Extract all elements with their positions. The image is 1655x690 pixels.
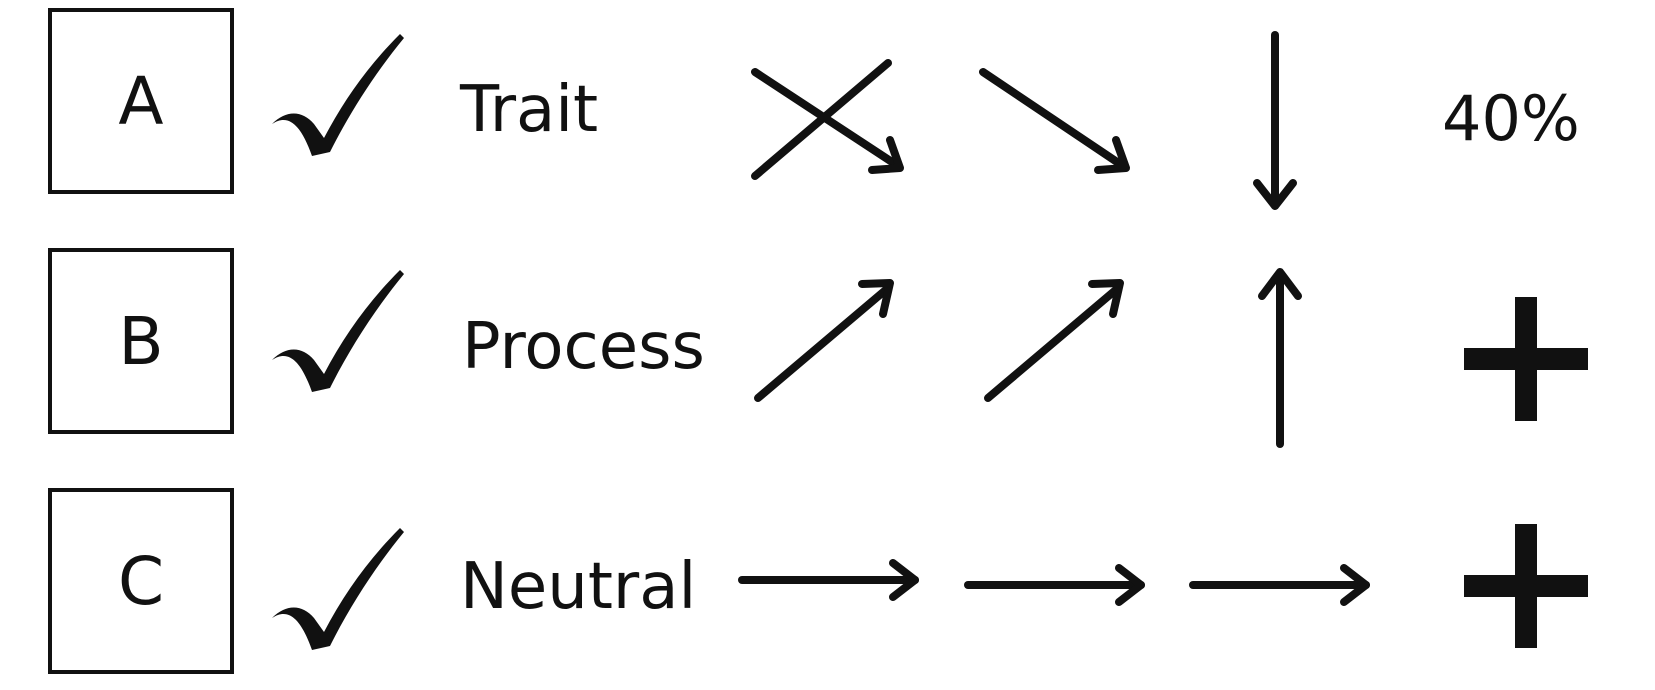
box-letter: A [118,62,164,140]
arrow-down-icon [1253,31,1297,210]
plus-icon [1464,524,1588,648]
arrow-up-icon [1258,268,1302,448]
check-icon [272,270,404,392]
box-a: A [48,8,234,194]
cross-arrow-icon [751,59,904,180]
box-c: C [48,488,234,674]
check-icon [272,528,404,650]
box-letter: B [118,302,164,380]
check-icon [272,34,404,156]
arrow-right-icon [1189,564,1370,606]
row-label-trait: Trait [460,73,599,147]
percent-value: 40% [1442,82,1580,155]
arrow-down-right-icon [979,68,1130,174]
arrow-up-right-icon [984,279,1124,402]
box-b: B [48,248,234,434]
arrow-right-icon [738,559,919,601]
arrow-right-icon [964,564,1145,606]
arrow-up-right-icon [754,279,894,402]
plus-icon [1464,297,1588,421]
row-label-process: Process [462,310,705,384]
row-label-neutral: Neutral [460,550,697,624]
box-letter: C [117,542,165,620]
